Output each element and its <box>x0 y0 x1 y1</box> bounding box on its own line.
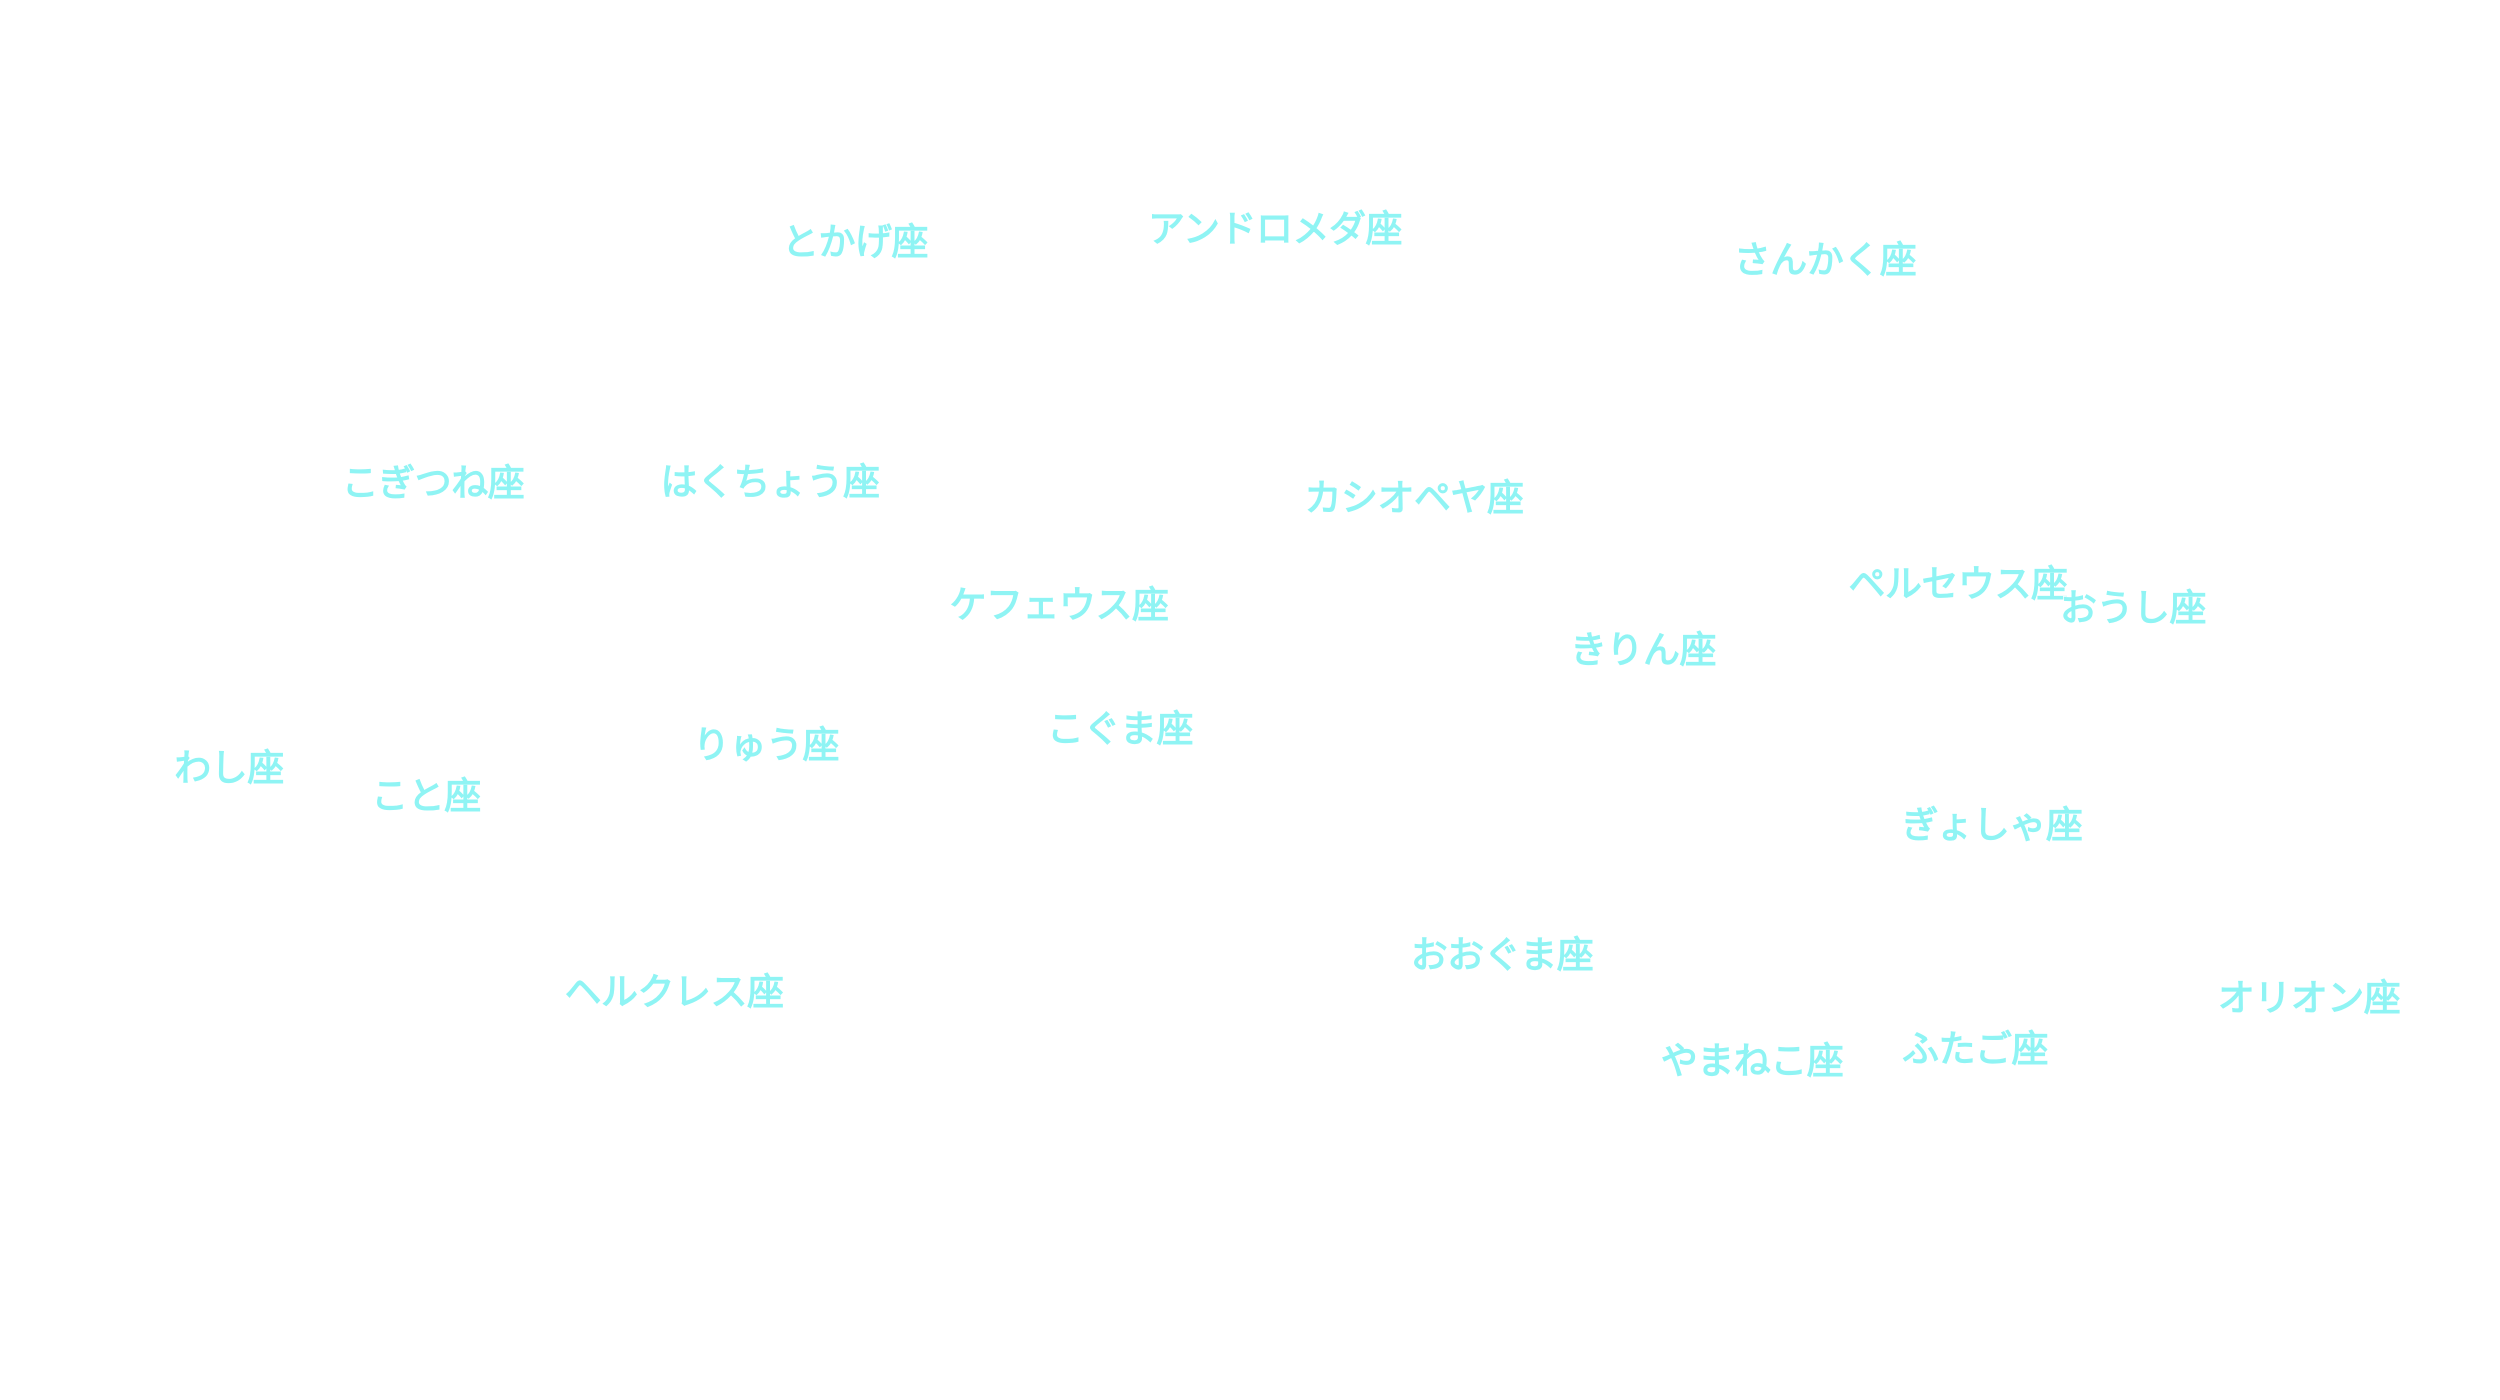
label-yamaneko: やまねこ座 <box>1660 1039 1844 1083</box>
label-andromeda: アンドロメダ座 <box>1147 207 1403 251</box>
label-washi: わし座 <box>174 746 285 790</box>
label-sankaku: さんかく座 <box>1733 238 1917 282</box>
label-tokage: とかげ座 <box>781 220 929 264</box>
label-cassiopeia: カシオペヤ座 <box>1304 476 1525 520</box>
label-oguma: おおぐま座 <box>1410 933 1594 977</box>
label-cepheus: ケフェウス座 <box>949 583 1170 627</box>
label-koto: こと座 <box>371 774 482 818</box>
label-koguma: こぐま座 <box>1046 707 1194 751</box>
label-gyosha: ぎょしゃ座 <box>1901 803 2084 847</box>
label-kirin: きりん座 <box>1569 628 1717 672</box>
label-orion: オリオン座 <box>2217 976 2401 1020</box>
label-futago: ふたご座 <box>1901 1027 2049 1071</box>
label-hakucho: はくちょう座 <box>660 460 881 504</box>
label-oushi: おうし座 <box>2059 586 2207 630</box>
label-perseus: ペルセウス座 <box>1848 562 2069 606</box>
label-hercules: ヘルクレス座 <box>564 970 785 1014</box>
label-ryu: りゅう座 <box>692 723 840 767</box>
label-kogitsune: こぎつね座 <box>341 461 525 505</box>
